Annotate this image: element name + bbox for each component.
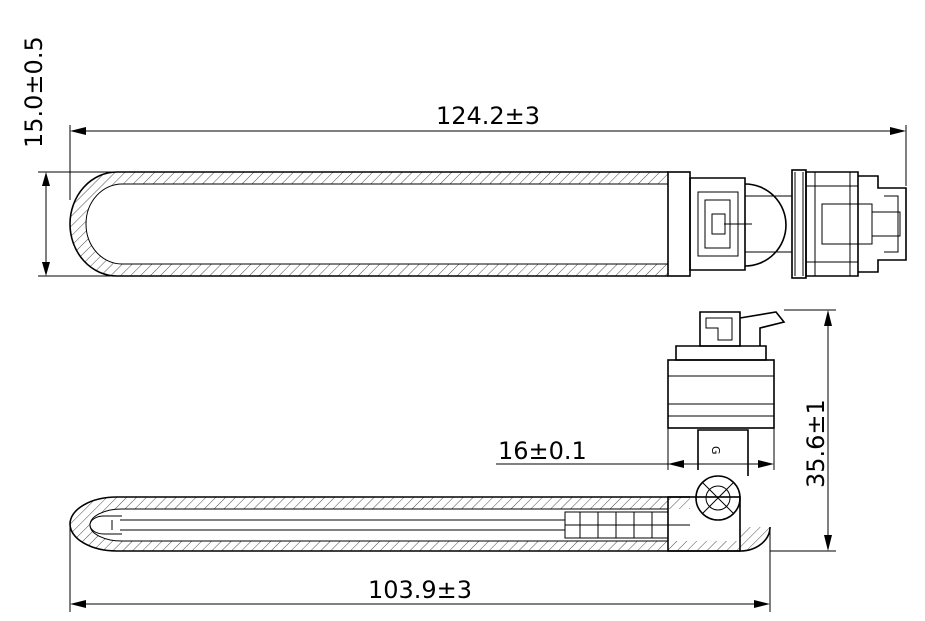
bottom-connector-neck (675, 345, 767, 361)
top-plug-slot (821, 195, 901, 253)
top-flange-detail (794, 172, 804, 276)
bottom-wall-hatch (70, 497, 770, 551)
top-end-block (667, 171, 691, 277)
top-connector-housing (689, 177, 746, 271)
top-connector-dome (744, 183, 787, 267)
top-plug-tip (858, 175, 907, 273)
bottom-elbow-pivot (695, 475, 741, 521)
top-flange (791, 169, 807, 279)
bottom-crimp-terminal (564, 511, 690, 539)
dimension-connector-height: 35.6±1 (770, 309, 836, 552)
bottom-inner-tip (89, 515, 565, 535)
top-plug-detail (806, 172, 858, 276)
top-wall-hatch (70, 172, 668, 276)
top-connector-inner (697, 191, 752, 257)
bottom-connector-body (667, 359, 775, 429)
dimension-top-length: 124.2±3 (69, 102, 907, 200)
feature-mark: G (709, 446, 722, 455)
bottom-elbow-arm (697, 429, 749, 476)
dimension-connector-height-label: 35.6±1 (802, 399, 830, 488)
top-tube-outline (69, 171, 668, 277)
bottom-view: G (69, 311, 786, 552)
dimension-top-length-label: 124.2±3 (436, 102, 540, 130)
top-tube-inner (85, 183, 668, 265)
bottom-elbow-block (667, 496, 741, 552)
top-plug-body (805, 171, 859, 277)
bottom-connector-bands (668, 375, 774, 417)
bottom-connector-top (699, 311, 786, 347)
dimension-top-height-label: 15.0±0.5 (20, 36, 48, 148)
top-neck (745, 195, 792, 253)
top-view (69, 169, 907, 279)
dimension-connector-width-label: 16±0.1 (498, 437, 587, 465)
bottom-connector-clip (705, 317, 733, 341)
dimension-top-height: 15.0±0.5 (20, 36, 117, 277)
dimension-bottom-length: 103.9±3 (69, 524, 771, 612)
bottom-elbow-cross (701, 481, 735, 515)
dimension-connector-width: 16±0.1 (496, 428, 775, 470)
dimension-bottom-length-label: 103.9±3 (368, 576, 472, 604)
bottom-elbow-pivot-inner (705, 485, 731, 511)
